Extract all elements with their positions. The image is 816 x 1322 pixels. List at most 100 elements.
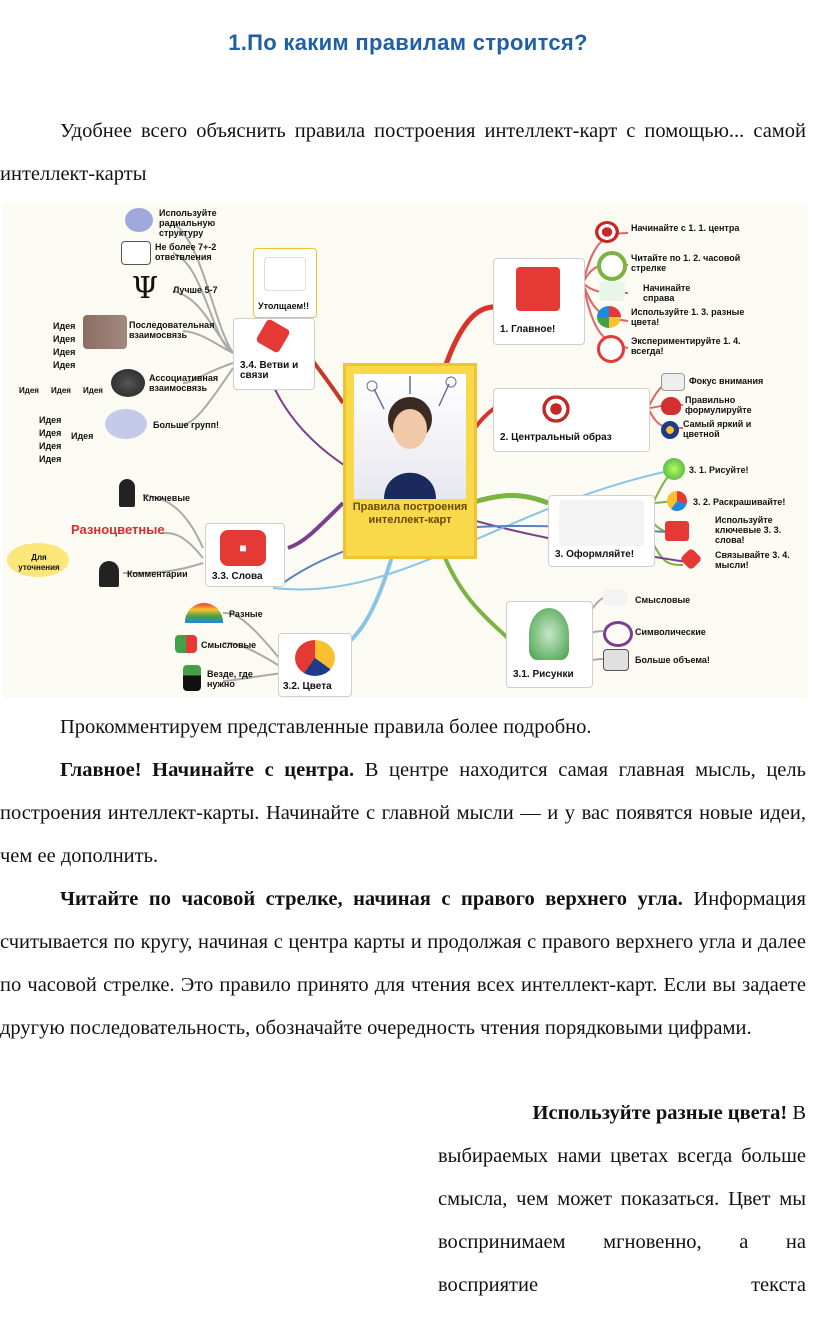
- color-rule-text: выбираемых нами цветах всегда больше смы…: [438, 1145, 806, 1296]
- associative-ball-icon: [111, 369, 145, 397]
- branch-3-2-box: 3.2. Цвета: [278, 633, 352, 697]
- branch-3-item-4: Связывайте 3. 4. мысли!: [715, 550, 790, 570]
- branch-3-2-item-1: Разные: [229, 609, 263, 619]
- mind-map-center: Правила построения интеллект-карт: [343, 363, 477, 559]
- branch-2-item-2: Правильно формулируйте: [685, 395, 752, 415]
- rainbow-icon: [185, 603, 223, 623]
- branch-2-item-3: Самый яркий и цветной: [683, 419, 752, 439]
- branch-3-title: 3. Оформляйте!: [555, 549, 635, 560]
- arrows-icon: [175, 635, 197, 653]
- branch-1-item-4: Используйте 1. 3. разные цвета!: [631, 307, 745, 327]
- branch-3-2-item-3: Везде, где нужно: [207, 669, 253, 689]
- branch-3-4-item-7: Утолщаем!!: [258, 301, 310, 311]
- branch-1-title: 1. Главное!: [500, 324, 556, 335]
- pencil-icon: [255, 318, 291, 354]
- heart-icon: [661, 397, 681, 415]
- brain-icon: [125, 208, 153, 232]
- idea-label: Идея: [39, 415, 62, 425]
- branch-3-4-item-6: Больше групп!: [153, 420, 220, 430]
- color-pie-icon: [667, 491, 687, 511]
- clockwise-rule-text: Информация считывается по кругу, начиная…: [0, 888, 806, 1039]
- branch-3-3-title: 3.3. Слова: [212, 571, 263, 582]
- branch-3-box: 3. Оформляйте!: [548, 495, 655, 567]
- comment-figure-icon: [99, 561, 119, 587]
- stop-sign-icon: ■: [220, 530, 266, 566]
- branch-3-1-item-3: Больше объема!: [635, 655, 710, 665]
- branch-3-1-box: 3.1. Рисунки: [506, 601, 593, 688]
- idea-label: Идея: [53, 347, 76, 357]
- idea-label: Идея: [53, 334, 76, 344]
- sketch-icon: [264, 257, 306, 291]
- stop-sign-icon: [665, 521, 689, 541]
- branch-3-2-item-2: Смысловые: [201, 640, 257, 650]
- presenter-image: [559, 500, 644, 546]
- color-pie-chart-icon: [295, 640, 335, 676]
- green-bulb-icon: [663, 458, 685, 480]
- branch-2-title: 2. Центральный образ: [500, 432, 612, 443]
- clockwise-rule-heading: Читайте по часовой стрелке, начиная с пр…: [60, 888, 683, 910]
- color-wheel-icon: [597, 306, 621, 328]
- branch-3-item-1: 3. 1. Рисуйте!: [689, 465, 749, 475]
- bright-circle-icon: [661, 421, 679, 439]
- branch-3-4-box: 3.4. Ветви и связи: [233, 318, 315, 390]
- branch-1-box: 1. Главное!: [493, 258, 585, 345]
- color-rule-lead-text: В: [787, 1102, 806, 1124]
- key-figure-icon: [119, 479, 135, 507]
- idea-label: Идея: [53, 360, 76, 370]
- idea-label: Идея: [39, 441, 62, 451]
- branch-3-4-item-4: Последовательная взаимосвязь: [129, 320, 215, 340]
- tree-diagram-icon: [121, 241, 151, 265]
- symbol-icon: [603, 621, 633, 647]
- comment-paragraph: Прокомментируем представленные правила б…: [60, 716, 592, 738]
- branch-1-item-2: Читайте по 1. 2. часовой стрелке: [631, 253, 741, 273]
- idea-label: Идея: [51, 386, 71, 395]
- marker-icon: [183, 665, 201, 691]
- no-sign-icon: [597, 335, 625, 363]
- check-cross-icon: [599, 281, 625, 301]
- branch-3-3-item-3: Комментарии: [127, 569, 188, 579]
- circular-arrow-icon: [597, 251, 627, 281]
- idea-label: Идея: [39, 454, 62, 464]
- semantic-drawing-icon: [603, 589, 627, 605]
- clockwise-rule-paragraph: Читайте по часовой стрелке, начиная с пр…: [0, 878, 806, 1050]
- main-rule-text: В центре находится самая главная мысль, …: [0, 759, 806, 867]
- group-network-icon: [105, 409, 147, 439]
- branch-3-3-item-4: Для уточнения: [18, 553, 60, 572]
- dartboard-icon: [540, 393, 572, 425]
- branch-1-item-5: Экспериментируйте 1. 4. всегда!: [631, 336, 741, 356]
- branch-3-1-title: 3.1. Рисунки: [513, 669, 574, 680]
- psi-icon: Ψ: [131, 271, 159, 306]
- center-label: Правила построения интеллект-карт: [352, 501, 468, 526]
- branch-3-1-item-1: Смысловые: [635, 595, 691, 605]
- branch-3-4-item-5: Ассоциативная взаимосвязь: [149, 373, 219, 393]
- branch-3-3-item-1: Ключевые: [143, 493, 191, 503]
- branch-1-item-3: Начинайте справа: [643, 283, 691, 303]
- branch-2-box: 2. Центральный образ: [493, 388, 650, 452]
- mind-map-figure: Правила построения интеллект-карт 1. Гла…: [3, 203, 808, 698]
- page-title: 1.По каким правилам строится?: [228, 30, 588, 55]
- idea-label: Идея: [71, 431, 94, 441]
- dice-icon: [603, 649, 629, 671]
- branch-3-4-title: 3.4. Ветви и связи: [240, 360, 299, 381]
- green-lightbulb-icon: [529, 608, 569, 660]
- clarify-bubble: [7, 543, 69, 577]
- center-portrait-image: [354, 374, 466, 499]
- main-rule-heading: Главное! Начинайте с центра.: [60, 759, 355, 781]
- idea-label: Идея: [83, 386, 103, 395]
- branch-3-item-3: Используйте ключевые 3. 3. слова!: [715, 515, 782, 545]
- branch-3-3-item-2: Разноцветные: [71, 522, 165, 537]
- branch-3-4-item-3: Лучше 5-7: [173, 285, 218, 295]
- branch-2-item-1: Фокус внимания: [689, 376, 764, 386]
- idea-label: Идея: [39, 428, 62, 438]
- thicken-box: Утолщаем!!: [253, 248, 317, 318]
- focus-icon: [661, 373, 685, 391]
- branch-3-3-box: ■ 3.3. Слова: [205, 523, 285, 587]
- idea-label: Идея: [53, 321, 76, 331]
- lightbulb-icon: [516, 267, 560, 311]
- branch-3-4-item-1: Используйте радиальную структуру: [159, 208, 217, 238]
- color-rule-lead: Используйте разные цвета! В: [533, 1092, 806, 1135]
- color-rule-heading: Используйте разные цвета!: [532, 1102, 788, 1124]
- main-rule-paragraph: Главное! Начинайте с центра. В центре на…: [0, 749, 806, 878]
- branch-3-4-item-2: Не более 7+-2 ответвления: [155, 242, 217, 262]
- branch-3-2-title: 3.2. Цвета: [283, 681, 332, 692]
